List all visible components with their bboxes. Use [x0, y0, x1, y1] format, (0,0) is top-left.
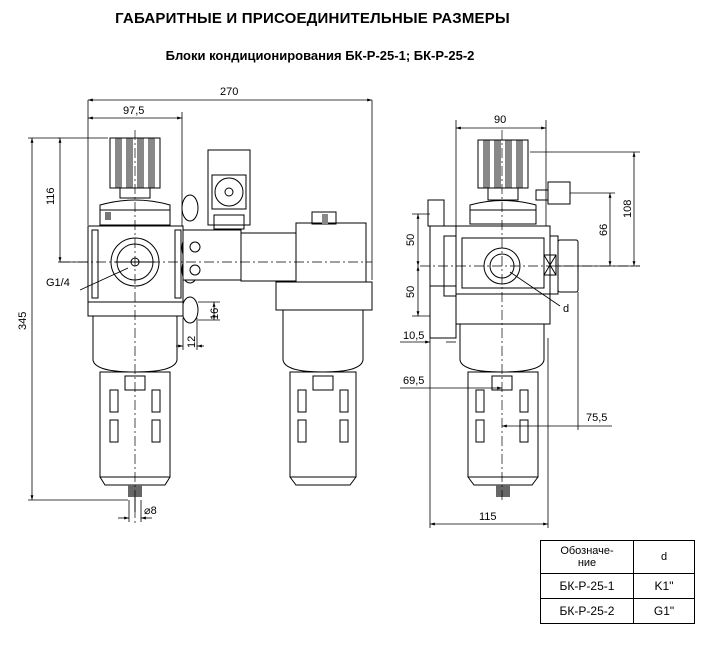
- dim-12: 12: [186, 336, 198, 348]
- dim-116: 116: [45, 187, 57, 205]
- dim-50-top: 50: [405, 234, 417, 246]
- dim-108: 108: [622, 200, 634, 218]
- dim-270: 270: [220, 86, 238, 98]
- cell-designation: БК-Р-25-1: [540, 573, 634, 599]
- dim-50-bottom: 50: [405, 286, 417, 298]
- filter-bowl-left: [87, 301, 184, 512]
- side-view: [420, 130, 640, 500]
- front-dimension-lines: [28, 98, 373, 522]
- dim-10-5: 10,5: [403, 330, 424, 342]
- dim-16: 16: [209, 308, 221, 320]
- dim-diameter-8: ⌀8: [144, 505, 157, 517]
- dim-345: 345: [17, 312, 29, 330]
- header-d: d: [633, 540, 695, 574]
- pressure-gauge: [207, 149, 251, 230]
- front-view: [60, 130, 373, 525]
- header-designation-text: Обозначе- ние: [560, 545, 614, 569]
- cell-designation: БК-Р-25-2: [540, 598, 634, 624]
- filter-bowl-right: [282, 309, 364, 486]
- cell-d: K1": [633, 573, 695, 599]
- side-regulator-knob: [477, 139, 529, 201]
- side-filter-bowl: [459, 323, 545, 497]
- spec-table: Обозначе- ние d БК-Р-25-1 K1" БК-Р-25-2 …: [540, 540, 695, 624]
- dim-69-5: 69,5: [403, 375, 424, 387]
- dim-90: 90: [494, 114, 506, 126]
- dim-115: 115: [479, 511, 497, 523]
- table-row: БК-Р-25-2 G1": [540, 598, 695, 624]
- dim-75-5: 75,5: [586, 412, 607, 424]
- spec-table-header: Обозначе- ние d: [540, 540, 695, 574]
- dim-97-5: 97,5: [123, 105, 144, 117]
- header-designation: Обозначе- ние: [540, 540, 634, 574]
- dim-g1-4: G1/4: [46, 277, 70, 289]
- page-title: ГАБАРИТНЫЕ И ПРИСОЕДИНИТЕЛЬНЫЕ РАЗМЕРЫ: [115, 10, 510, 27]
- side-dimension-lines: [400, 120, 640, 528]
- dim-66: 66: [598, 224, 610, 236]
- table-row: БК-Р-25-1 K1": [540, 573, 695, 599]
- page-subtitle: Блоки кондиционирования БК-Р-25-1; БК-Р-…: [165, 48, 475, 63]
- dim-d: d: [563, 303, 569, 315]
- cell-d: G1": [633, 598, 695, 624]
